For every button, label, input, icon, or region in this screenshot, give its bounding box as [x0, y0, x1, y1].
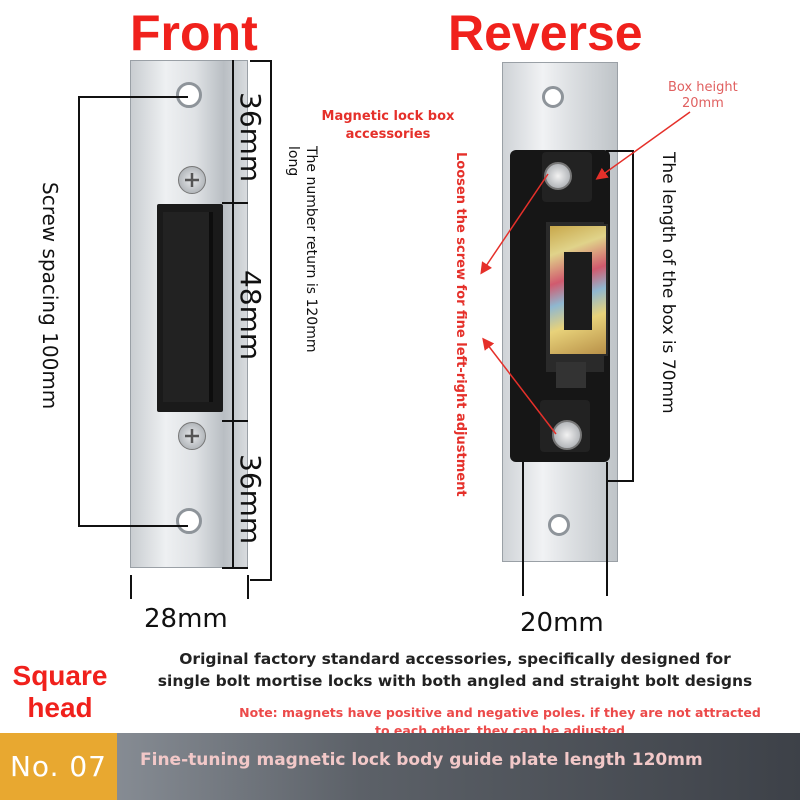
reverse-hole-top: [542, 86, 564, 108]
latch-opening: [157, 204, 223, 412]
reverse-title: Reverse: [448, 5, 643, 61]
box-screw-top-icon: [544, 162, 572, 190]
box-height-label: Box height 20mm: [668, 80, 738, 111]
mounting-hole-top: [176, 82, 202, 108]
accessories-label: Magnetic lock box accessories: [321, 109, 455, 142]
footer-caption: Fine-tuning magnetic lock body guide pla…: [140, 750, 703, 770]
reverse-hole-bottom: [548, 514, 570, 536]
number-badge-text: No. 07: [9, 750, 107, 783]
footer-bar: [0, 733, 800, 800]
screw-bottom-icon: [178, 422, 206, 450]
front-title: Front: [130, 5, 258, 61]
mounting-hole-bottom: [176, 508, 202, 534]
magnet-insert: [548, 224, 608, 356]
box-bottom-block: [556, 362, 586, 388]
description-text: Original factory standard accessories, s…: [157, 650, 753, 690]
front-width-label: 28mm: [144, 604, 228, 634]
reverse-width-label: 20mm: [520, 608, 604, 638]
number-badge: No. 07: [0, 733, 117, 800]
screw-top-icon: [178, 166, 206, 194]
square-head-label: Square head: [12, 660, 108, 723]
box-screw-bottom-icon: [552, 420, 582, 450]
front-plate-image: [130, 60, 248, 568]
